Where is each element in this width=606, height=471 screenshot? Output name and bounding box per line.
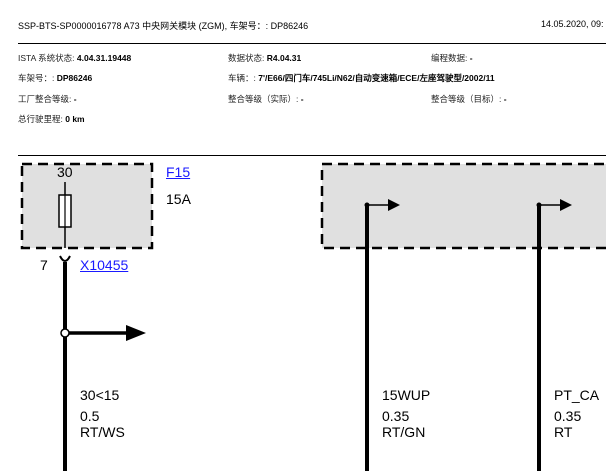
ista-status: ISTA 系统状态: 4.04.31.19448: [18, 53, 132, 63]
total-mileage: 总行驶里程: 0 km: [18, 114, 85, 124]
vin: 车架号：: DP86246: [18, 73, 93, 83]
wire-2-arrow-icon: [388, 199, 400, 211]
info-divider: [18, 155, 606, 156]
header-divider: [18, 43, 606, 44]
wire-1-junction: [60, 328, 70, 338]
connector-id-link[interactable]: X10455: [80, 257, 129, 273]
fuse-id-link[interactable]: F15: [166, 164, 191, 180]
integration-level-target: 整合等级（目标）: -: [431, 94, 507, 104]
document-date: 14.05.2020, 09:: [541, 19, 604, 29]
wire-2-name: 15WUP: [382, 387, 431, 403]
connector-pin-icon: [59, 255, 71, 262]
wire-3-color: RT: [554, 424, 573, 440]
document-title: SSP-BTS-SP0000016778 A73 中央网关模块 (ZGM), 车…: [18, 21, 309, 31]
data-status: 数据状态: R4.04.31: [228, 53, 302, 63]
fuse-housing: [20, 162, 154, 250]
fuse-pin-top: 30: [57, 164, 73, 180]
wire-3-size: 0.35: [554, 408, 582, 424]
control-module-housing: [320, 162, 606, 250]
wire-2-color: RT/GN: [382, 424, 426, 440]
wire-1-size: 0.5: [80, 408, 100, 424]
wire-1-name: 30<15: [80, 387, 120, 403]
wire-1-color: RT/WS: [80, 424, 125, 440]
wire-3-arrow-icon: [560, 199, 572, 211]
fuse-rating: 15A: [166, 191, 191, 207]
wire-2-size: 0.35: [382, 408, 410, 424]
vehicle: 车辆：: 7'/E66/四门车/745Li/N62/自动变速箱/ECE/左座驾驶…: [228, 73, 495, 83]
connector-pin-number: 7: [40, 257, 48, 273]
integration-level-actual: 整合等级（实际）: -: [228, 94, 304, 104]
wire-1-arrow-icon: [126, 325, 146, 341]
programming-data: 编程数据: -: [431, 53, 473, 63]
wire-3-name: PT_CA: [554, 387, 600, 403]
factory-integration-level: 工厂整合等级: -: [18, 94, 77, 104]
